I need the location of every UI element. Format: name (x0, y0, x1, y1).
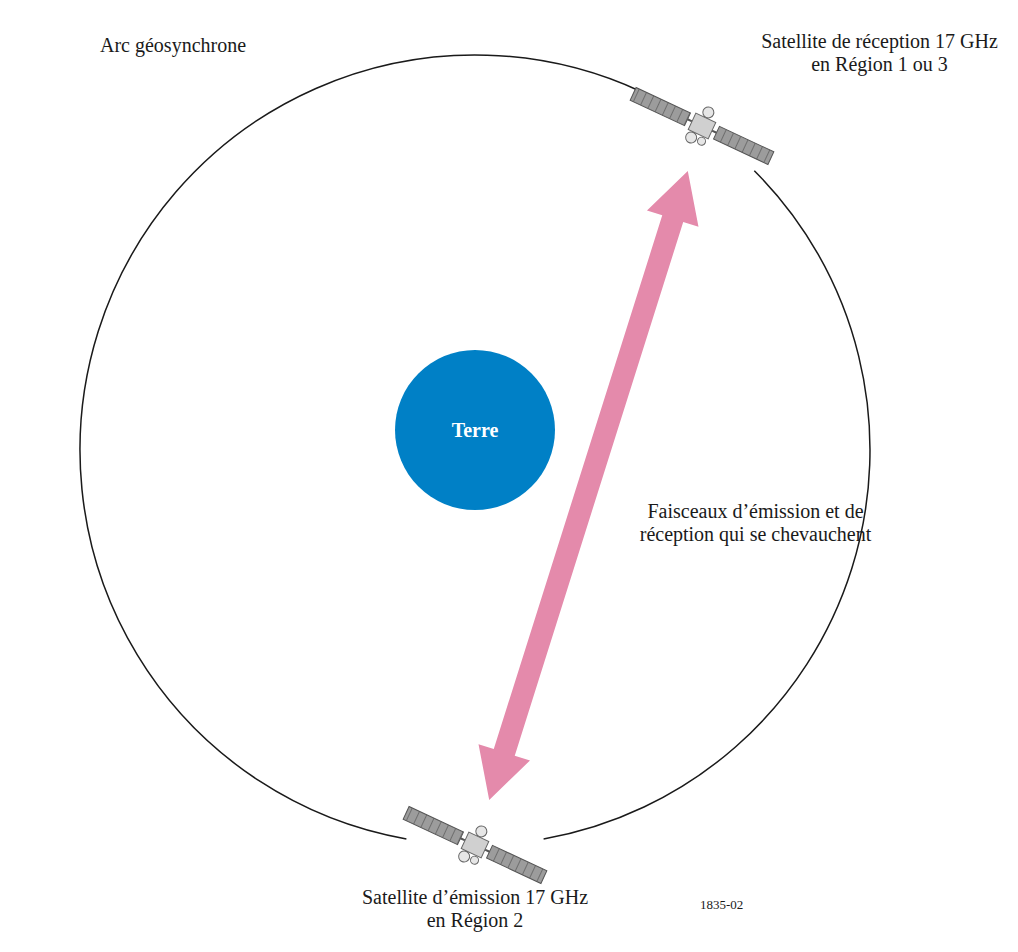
orbit-label: Arc géosynchrone (100, 34, 246, 57)
earth-disc: Terre (395, 350, 555, 510)
satellite-label: Satellite de réception 17 GHz en Région … (757, 30, 1002, 76)
geosynchronous-arc (80, 55, 642, 839)
figure-number: 1835-02 (700, 898, 743, 913)
satellite-icon (395, 800, 555, 890)
transmit-satellite: Satellite d’émission 17 GHz en Région 2 (395, 800, 555, 890)
beam-label: Faisceaux d’émission et de réception qui… (625, 500, 887, 546)
satellite-icon (622, 81, 782, 171)
receive-satellite: Satellite de réception 17 GHz en Région … (622, 81, 782, 171)
satellite-label: Satellite d’émission 17 GHz en Région 2 (355, 886, 595, 932)
earth-label: Terre (452, 419, 499, 442)
